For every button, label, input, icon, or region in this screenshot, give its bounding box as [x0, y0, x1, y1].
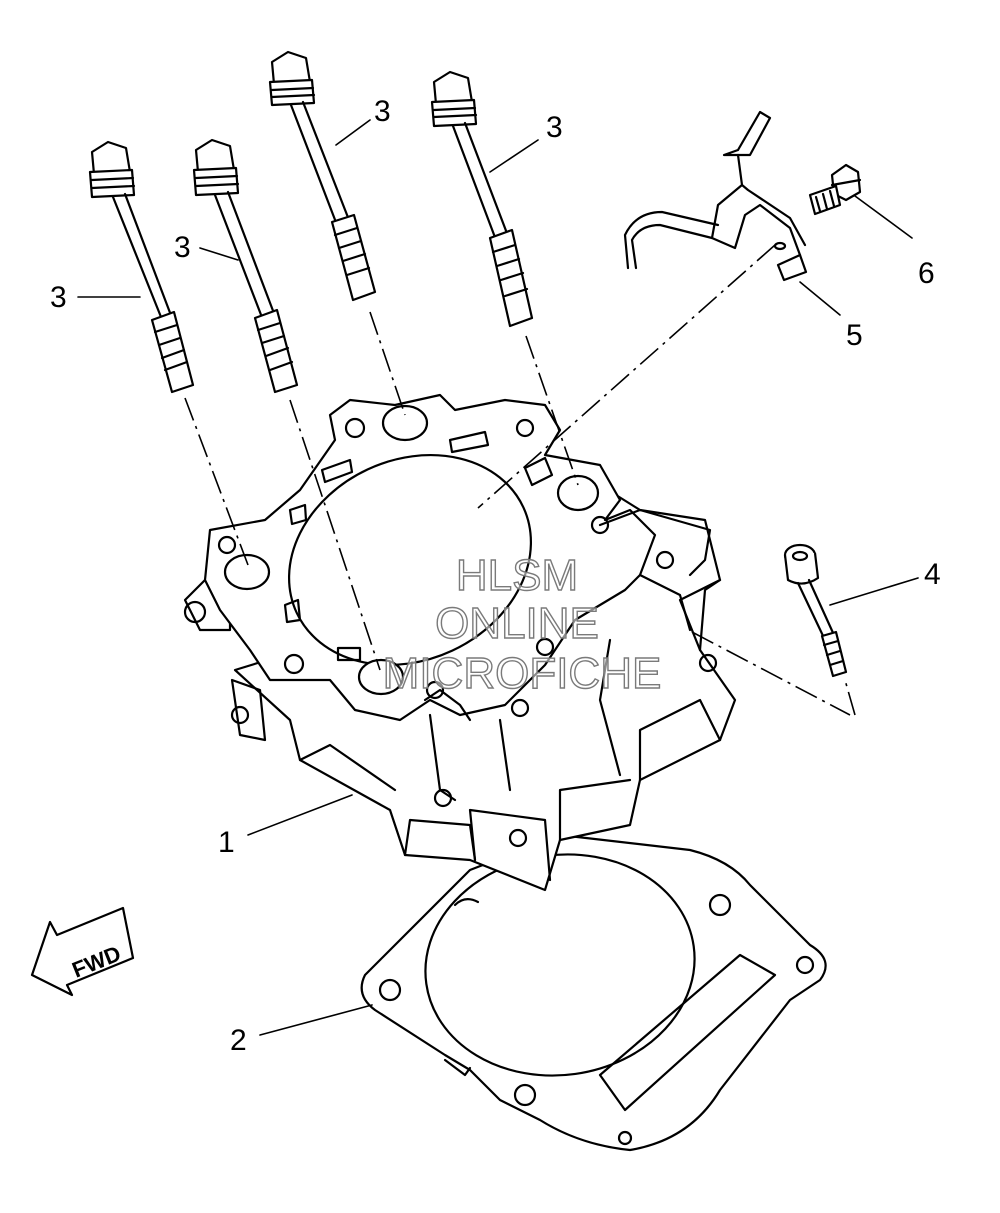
callout-5: 5 — [846, 319, 863, 352]
callout-3-right: 3 — [546, 111, 563, 144]
bracket — [623, 110, 808, 282]
callout-1: 1 — [218, 826, 235, 859]
stud-bolt-3 — [268, 50, 377, 302]
cap-bolt — [783, 543, 848, 678]
leader-lines — [77, 119, 919, 1036]
cylinder-body — [183, 393, 737, 892]
assembly-lines — [184, 244, 856, 716]
cylinder-base-gasket — [360, 833, 827, 1152]
callout-3-mid-left: 3 — [174, 231, 191, 264]
stud-bolts — [88, 50, 534, 394]
stud-bolt-4 — [430, 70, 534, 328]
fwd-arrow-icon: FWD — [30, 906, 135, 997]
watermark-line-1: HLSM — [456, 551, 578, 600]
callout-2: 2 — [230, 1024, 247, 1057]
watermark-line-2: ONLINE — [435, 599, 599, 648]
watermark: HLSM ONLINE MICROFICHE — [382, 550, 662, 698]
watermark-line-3: MICROFICHE — [383, 649, 662, 698]
flange-bolt — [808, 163, 862, 216]
callout-6: 6 — [918, 257, 935, 290]
callout-3-left: 3 — [50, 281, 67, 314]
callout-labels: 1 2 3 3 3 3 4 5 6 — [50, 95, 941, 1057]
stud-bolt-2 — [192, 138, 299, 394]
callout-3-mid-right: 3 — [374, 95, 391, 128]
callout-4: 4 — [924, 558, 941, 591]
stud-bolt-1 — [88, 140, 195, 394]
